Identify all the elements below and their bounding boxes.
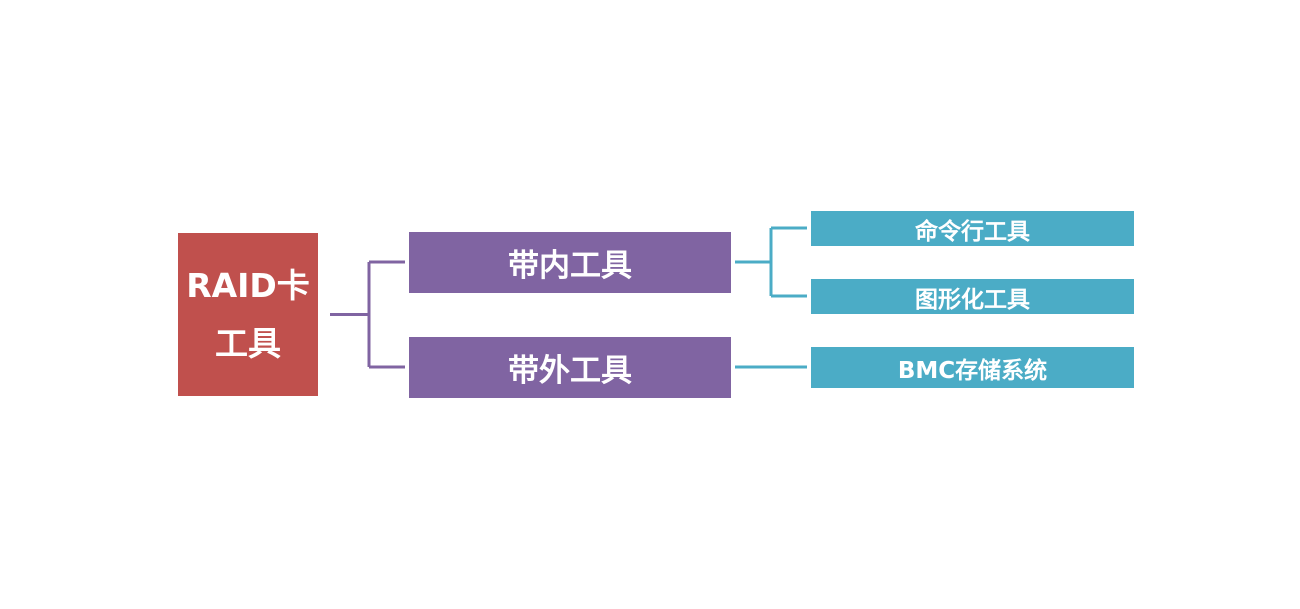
leaf-node-label: 命令行工具 bbox=[915, 218, 1030, 245]
leaf-node-gui-tools: 图形化工具 bbox=[811, 279, 1134, 314]
leaf-node-label: BMC存储系统 bbox=[897, 357, 1048, 384]
leaf-node-bmc-storage: BMC存储系统 bbox=[811, 347, 1134, 388]
branch-node-label: 带内工具 bbox=[508, 248, 632, 284]
leaf-node-label: 图形化工具 bbox=[915, 286, 1030, 313]
root-node-label: RAID卡工具 bbox=[186, 265, 310, 363]
branch-node-outband-tools: 带外工具 bbox=[409, 337, 731, 398]
branch-node-label: 带外工具 bbox=[508, 353, 632, 389]
leaf-node-cli-tools: 命令行工具 bbox=[811, 211, 1134, 246]
branch-node-inband-tools: 带内工具 bbox=[409, 232, 731, 293]
root-node-raid-tools: RAID卡工具 bbox=[178, 233, 318, 396]
